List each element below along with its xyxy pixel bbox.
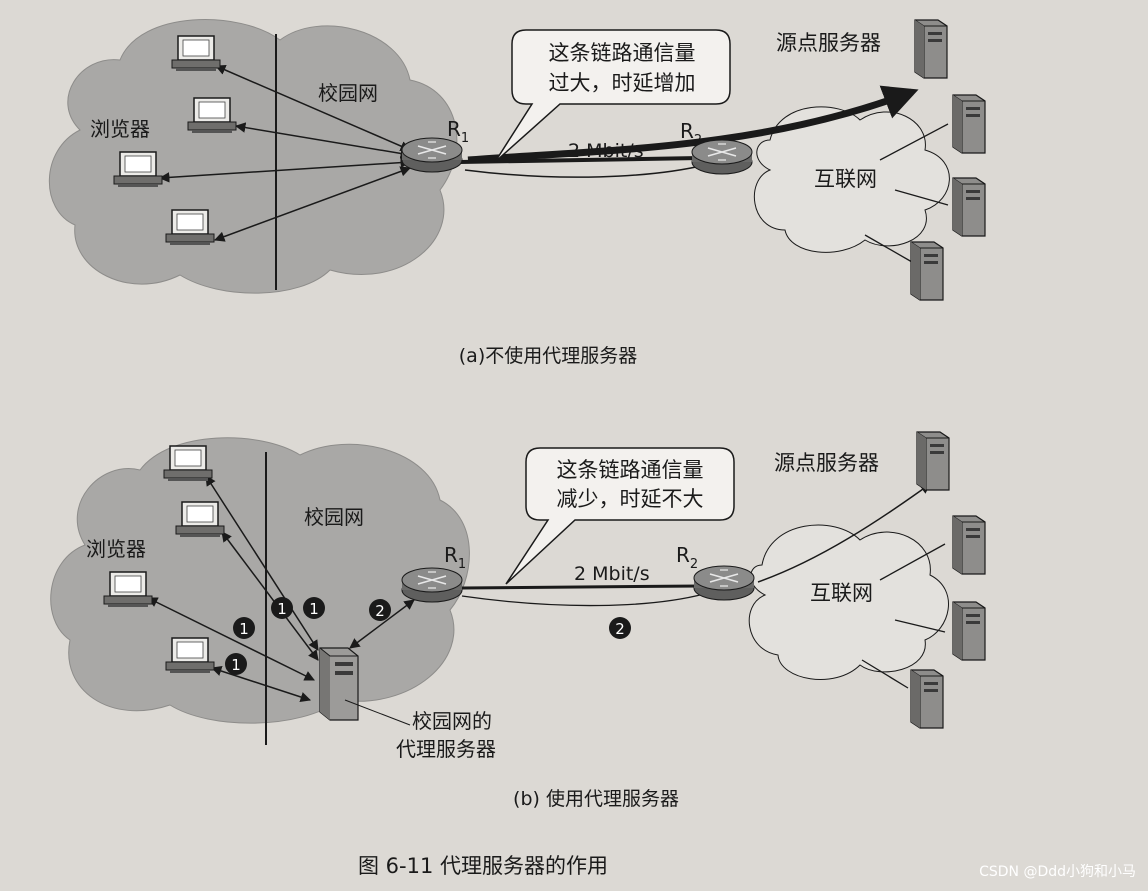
computer-icon bbox=[114, 152, 162, 187]
browser-label-a: 浏览器 bbox=[90, 117, 150, 141]
server-icon bbox=[911, 242, 943, 300]
browser-label-b: 浏览器 bbox=[86, 537, 146, 561]
server-icon bbox=[911, 670, 943, 728]
marker-1: 1 bbox=[309, 600, 319, 618]
callout-line1-a: 这条链路通信量 bbox=[549, 41, 696, 65]
server-icon bbox=[320, 648, 358, 720]
callout-line1-b: 这条链路通信量 bbox=[557, 458, 704, 482]
link-label-b: 2 Mbit/s bbox=[574, 563, 650, 585]
caption-a: (a)不使用代理服务器 bbox=[459, 345, 637, 367]
computer-icon bbox=[172, 36, 220, 71]
server-icon bbox=[953, 178, 985, 236]
campus-cloud-a bbox=[49, 20, 457, 294]
server-icon bbox=[917, 432, 949, 490]
server-icon bbox=[953, 95, 985, 153]
server-icon bbox=[953, 602, 985, 660]
callout-line2-b: 减少，时延不大 bbox=[557, 487, 704, 511]
proxy-label-line1: 校园网的 bbox=[412, 709, 492, 733]
figure-caption: 图 6-11 代理服务器的作用 bbox=[358, 854, 608, 878]
internet-label-a: 互联网 bbox=[814, 167, 877, 191]
router-icon bbox=[402, 138, 462, 172]
campus-label-b: 校园网 bbox=[304, 505, 364, 529]
campus-label-a: 校园网 bbox=[318, 81, 378, 105]
computer-icon bbox=[104, 572, 152, 607]
link-r1-r2-b bbox=[462, 586, 700, 588]
router-icon bbox=[402, 568, 462, 602]
diagram-b: 1 1 1 1 2 2 这条链路通信量 减少，时延不大 校园网 浏览器 R1 R… bbox=[51, 432, 985, 810]
computer-icon bbox=[166, 638, 214, 673]
server-icon bbox=[953, 516, 985, 574]
computer-icon bbox=[166, 210, 214, 245]
computer-icon bbox=[164, 446, 212, 481]
caption-b: (b) 使用代理服务器 bbox=[513, 788, 679, 810]
watermark: CSDN @Ddd小狗和小马 bbox=[979, 864, 1136, 880]
diagram-a: 这条链路通信量 过大，时延增加 校园网 浏览器 R1 R2 2 Mbit/s 源… bbox=[49, 20, 985, 367]
marker-1: 1 bbox=[277, 600, 287, 618]
marker-2: 2 bbox=[375, 602, 385, 620]
computer-icon bbox=[176, 502, 224, 537]
marker-1: 1 bbox=[239, 620, 249, 638]
origin-label-a: 源点服务器 bbox=[776, 31, 881, 55]
callout-line2-a: 过大，时延增加 bbox=[549, 71, 696, 95]
router-icon bbox=[694, 566, 754, 600]
r2-label-b: R2 bbox=[676, 543, 698, 572]
marker-1: 1 bbox=[231, 656, 241, 674]
computer-icon bbox=[188, 98, 236, 133]
origin-label-b: 源点服务器 bbox=[774, 451, 879, 475]
link-label-a: 2 Mbit/s bbox=[568, 140, 644, 162]
proxy-label-line2: 代理服务器 bbox=[396, 737, 496, 761]
marker-2: 2 bbox=[615, 620, 625, 638]
server-icon bbox=[915, 20, 947, 78]
internet-label-b: 互联网 bbox=[810, 581, 873, 605]
